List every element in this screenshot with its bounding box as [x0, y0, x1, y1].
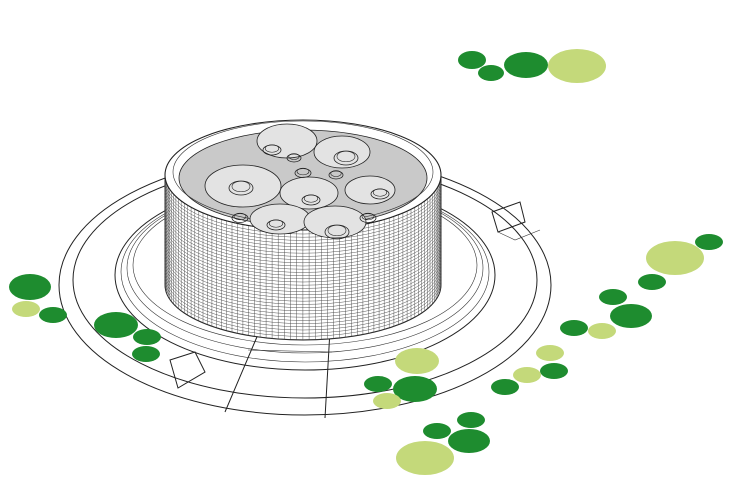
roof-light-well-inner [233, 212, 247, 221]
tree-dark-icon [94, 312, 138, 338]
roof-light-well-inner [303, 194, 319, 203]
tree-dark-icon [133, 329, 161, 345]
tree-light-icon [513, 367, 541, 383]
building-drum [164, 174, 442, 341]
east-notch-step [497, 229, 541, 241]
tree-light-icon [396, 441, 454, 475]
roof-light-well-inner [268, 219, 284, 228]
roof-skylight-large [256, 123, 318, 159]
access-ramps [169, 201, 541, 419]
tree-dark-icon [638, 274, 666, 290]
roof-light-well [359, 213, 377, 223]
tree-dark-icon [423, 423, 451, 439]
roof-light-well-inner [330, 170, 342, 177]
tree-dark-icon [478, 65, 504, 81]
roof-light-well-inner [361, 212, 375, 221]
tree-dark-icon [504, 52, 548, 78]
roof-light-well [231, 213, 249, 223]
roof-skylight-large [303, 205, 367, 239]
tree-light-icon [646, 241, 704, 275]
tree-dark-icon [364, 376, 392, 392]
tree-light-icon [536, 345, 564, 361]
tree-light-icon [588, 323, 616, 339]
tree-dark-icon [560, 320, 588, 336]
roof-light-well [328, 170, 344, 180]
tree-dark-icon [39, 307, 67, 323]
roof-light-well-inner [372, 188, 388, 197]
tree-dark-icon [457, 412, 485, 428]
tree-dark-icon [540, 363, 568, 379]
roof-skylight-large [204, 164, 282, 208]
east-notch [491, 201, 526, 233]
building-roof [164, 119, 442, 240]
roof-light-well-inner [288, 153, 300, 160]
roof-skylights [204, 123, 396, 240]
roof-light-well-inner [231, 180, 251, 193]
tree-dark-icon [458, 51, 486, 69]
tree-light-icon [373, 393, 401, 409]
entrance-ramp-step [247, 349, 333, 353]
roof-light-well-inner [264, 144, 280, 153]
tree-dark-icon [9, 274, 51, 300]
roof-skylight-large [344, 175, 396, 205]
roof-light-well [286, 153, 302, 163]
tree-light-icon [395, 348, 439, 374]
roof-skylight-large [279, 176, 339, 210]
side-stair [169, 351, 206, 389]
roof-light-well-inner [336, 150, 356, 163]
tree-dark-icon [610, 304, 652, 328]
roof-light-well-inner [296, 167, 310, 176]
tree-dark-icon [695, 234, 723, 250]
tree-light-icon [548, 49, 606, 83]
tree-dark-icon [132, 346, 160, 362]
roof-light-well [294, 168, 312, 178]
tree-dark-icon [599, 289, 627, 305]
tree-dark-icon [448, 429, 490, 453]
entrance-ramp-edges [224, 324, 331, 419]
trees [9, 49, 723, 475]
tree-light-icon [12, 301, 40, 317]
roof-light-well-inner [327, 224, 347, 237]
drum-wall-hatching [164, 177, 442, 340]
tree-dark-icon [491, 379, 519, 395]
tree-dark-icon [393, 376, 437, 402]
